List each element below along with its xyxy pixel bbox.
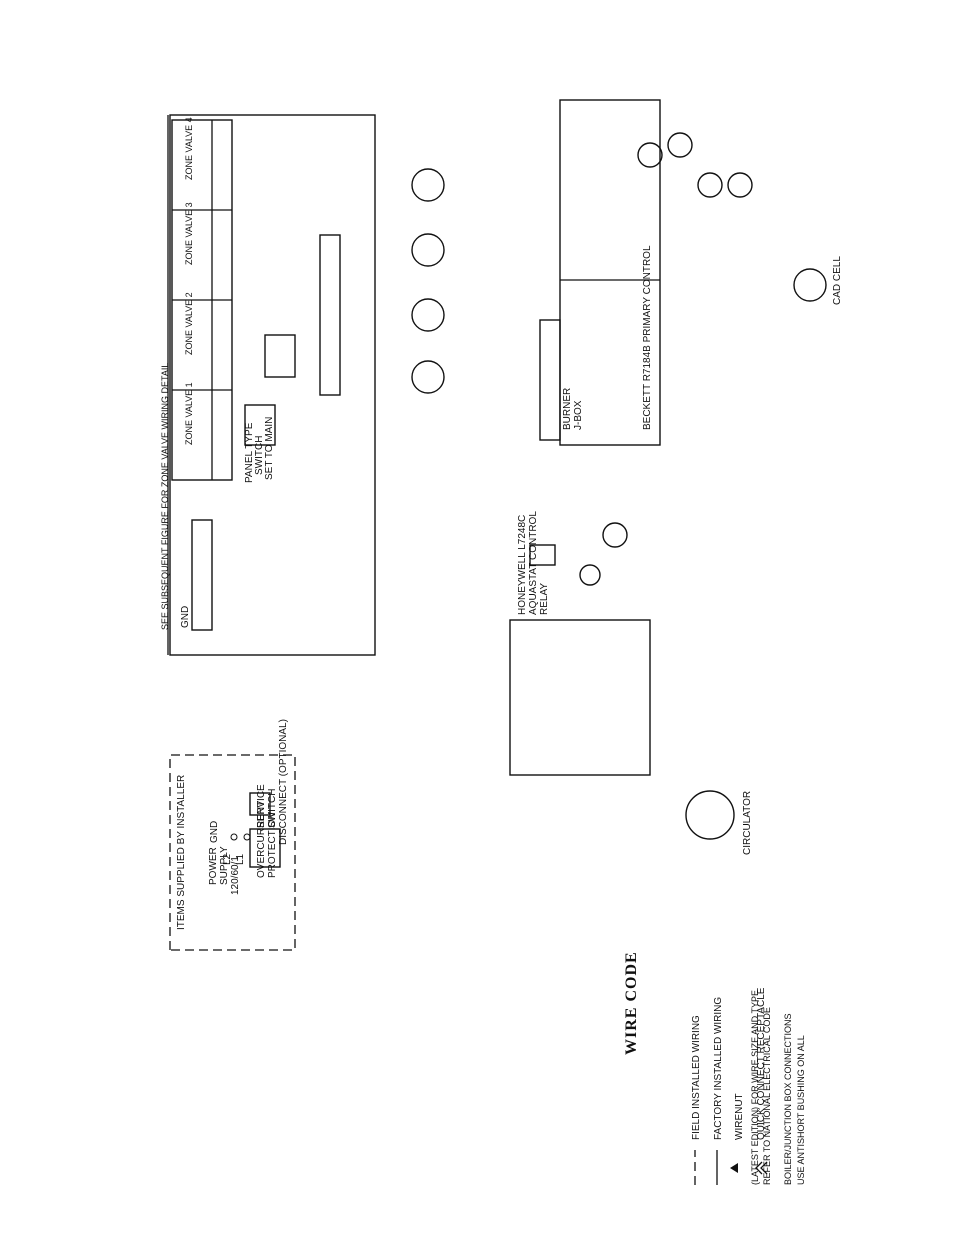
notes: USE ANTISHORT BUSHING ON ALL BOILER/JUNC… — [750, 990, 806, 1185]
note-2-line-2: (LATEST EDITION) FOR WIRE SIZE AND TYPE — [750, 990, 760, 1185]
power-supply-label-3: 120/60/1 — [230, 856, 241, 895]
relay-label-1: HONEYWELL L7248C — [517, 515, 528, 615]
beckett-label: BECKETT R7184B PRIMARY CONTROL — [642, 245, 653, 430]
cad-cell-icon — [793, 268, 827, 302]
legend-wirenut-label: WIRENUT — [734, 1093, 745, 1140]
circulator: CIRCULATOR — [685, 790, 753, 855]
power-terminal-l1 — [243, 833, 251, 841]
zone-2-thermostat-icon — [411, 298, 445, 332]
overcurrent-protection-box — [249, 828, 281, 868]
quick-connect-icon — [755, 1161, 768, 1175]
tt-terminal-1 — [697, 172, 723, 198]
burner-jbox: BURNER J-BOX — [529, 319, 628, 586]
overcurrent-label-1: OVERCURRENT — [256, 801, 267, 878]
circulator-icon — [685, 790, 735, 840]
aquastat-relay: HONEYWELL L7248C AQUASTAT CONTROL RELAY — [509, 511, 651, 776]
zone-3-thermostat-icon — [411, 233, 445, 267]
installer-items: ITEMS SUPPLIED BY INSTALLER POWER SUPPLY… — [169, 719, 296, 951]
wiring-diagram: FIELD INSTALLED WIRING FACTORY INSTALLED… — [160, 99, 843, 1185]
wire-code-title: WIRE CODE — [623, 951, 640, 1055]
burner-jbox-label-1: BURNER — [562, 388, 573, 430]
note-1-line-2: BOILER/JUNCTION BOX CONNECTIONS — [783, 1013, 793, 1185]
thermostat-terminal-strip — [319, 234, 341, 396]
legend-quick-label: QUICK CONNECT RECEPTACLE — [756, 987, 767, 1140]
burner-jbox-label-2: J-BOX — [573, 400, 584, 430]
installer-items-title: ITEMS SUPPLIED BY INSTALLER — [176, 775, 187, 930]
tt-terminal-2 — [727, 172, 753, 198]
zone-4-thermostat-icon — [411, 168, 445, 202]
burner-motor-icon — [602, 522, 628, 548]
service-switch-label-3: DISCONNECT (OPTIONAL) — [278, 719, 289, 845]
zone-panel: SEE SUBSEQUENT FIGURE FOR ZONE VALVE WIR… — [160, 114, 445, 656]
oil-solenoid-icon — [579, 564, 601, 586]
panel-type-label-2: SWITCH — [254, 436, 265, 475]
legend: FIELD INSTALLED WIRING FACTORY INSTALLED… — [691, 987, 768, 1185]
note-1-line-1: USE ANTISHORT BUSHING ON ALL — [796, 1035, 806, 1185]
power-supply-label-1: POWER — [208, 847, 219, 885]
panel-type-label-1: PANEL TYPE — [244, 422, 255, 483]
zone-valve-1-label: ZONE VALVE 1 — [184, 382, 194, 445]
wire-code: WIRE CODE — [623, 951, 640, 1055]
overcurrent-label-2: PROTECTION — [267, 812, 278, 878]
service-switch-box — [249, 792, 271, 816]
l2-label: L2 — [222, 853, 233, 865]
aquastat-relay-box — [509, 619, 651, 776]
zone-valve-3-label: ZONE VALVE 3 — [184, 202, 194, 265]
rotated-diagram: FIELD INSTALLED WIRING FACTORY INSTALLED… — [150, 50, 843, 1185]
relay-label-3: RELAY — [539, 583, 550, 615]
l1-label: L1 — [235, 853, 246, 865]
wirenut-icon — [730, 1163, 738, 1173]
legend-field-label: FIELD INSTALLED WIRING — [691, 1015, 702, 1140]
power-terminal-block — [191, 519, 213, 631]
zone-panel-box — [169, 114, 376, 656]
beckett-primary-control: BECKETT R7184B PRIMARY CONTROL CAD CELL — [559, 99, 843, 446]
ignitor-icon — [529, 544, 556, 566]
indirect-thermostat-icon — [411, 360, 445, 394]
panel-type-switch — [244, 404, 276, 446]
power-terminal-l2 — [230, 833, 238, 841]
zone-valve-2-label: ZONE VALVE 2 — [184, 292, 194, 355]
power-supply-label-2: SUPPLY — [219, 846, 230, 885]
beckett-control-box — [559, 99, 661, 446]
relay-label-2: AQUASTAT CONTROL — [528, 511, 539, 615]
zone-panel-detail-note: SEE SUBSEQUENT FIGURE FOR ZONE VALVE WIR… — [160, 363, 170, 630]
cad-cell-label: CAD CELL — [832, 256, 843, 305]
service-switch-label-1: SERVICE — [256, 784, 267, 828]
gnd-label: GND — [209, 821, 220, 843]
panel-gnd-label: GND — [180, 606, 191, 628]
priority-switch — [264, 334, 296, 378]
circulator-label: CIRCULATOR — [742, 791, 753, 855]
legend-factory-label: FACTORY INSTALLED WIRING — [713, 997, 724, 1140]
service-switch-label-2: SWITCH — [267, 789, 278, 828]
note-2-line-1: REFER TO NATIONAL ELECTRICAL CODE — [762, 1007, 772, 1185]
enviracom-terminal-2 — [667, 132, 693, 158]
enviracom-terminal-1 — [637, 142, 663, 168]
panel-type-label-3: SET TO MAIN — [264, 417, 275, 480]
zone-valve-4-label: ZONE VALVE 4 — [184, 117, 194, 180]
burner-jbox-strip — [539, 319, 561, 441]
installer-items-box — [169, 754, 296, 951]
